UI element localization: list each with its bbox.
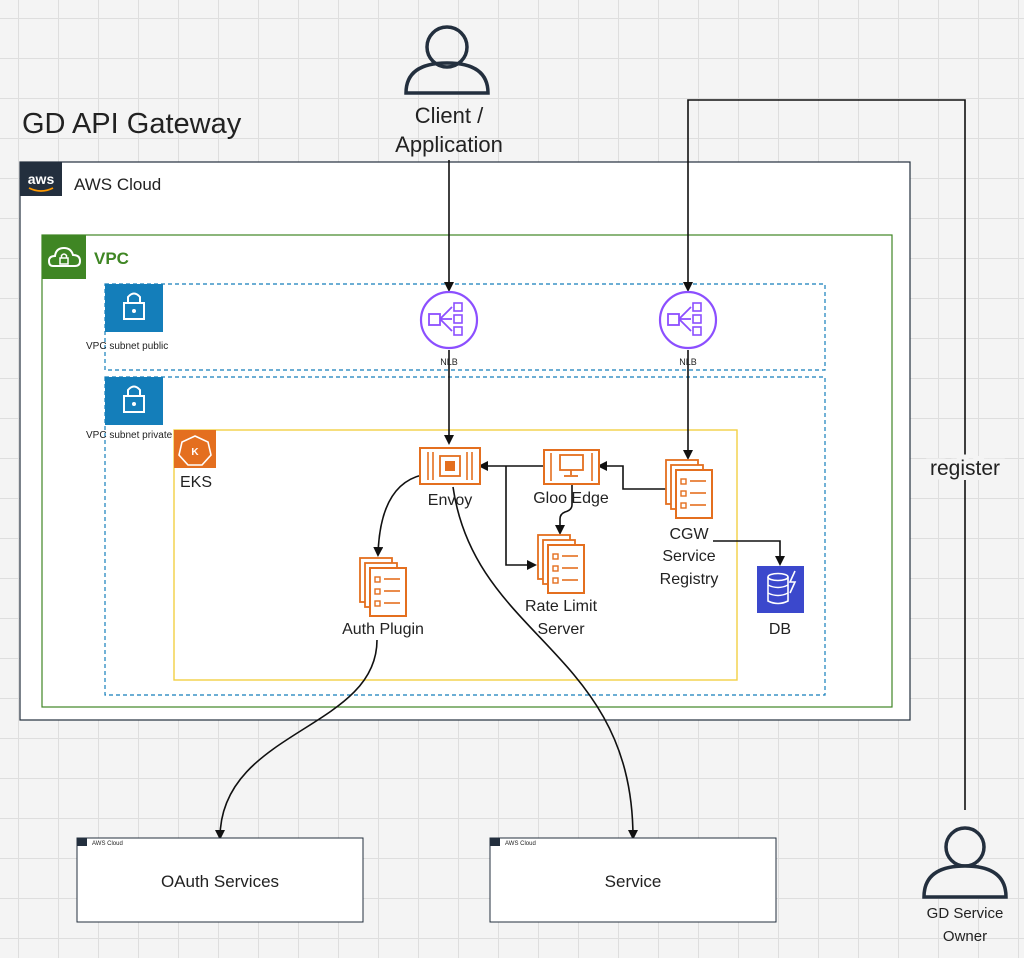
envoy-to-service-arrow [452, 486, 638, 840]
nlb-right-icon [658, 290, 718, 350]
subnet-public-label: VPC subnet public [86, 341, 168, 352]
service-owner-user-icon [922, 826, 1008, 899]
vpc-label: VPC [94, 249, 129, 268]
gloo-to-ratelimit-arrow [555, 485, 573, 535]
envoy-to-auth-arrow [373, 474, 423, 557]
oauth-cloud-tag: AWS Cloud [92, 841, 123, 847]
oauth-services-label: OAuth Services [161, 872, 279, 891]
diagram-title: GD API Gateway [22, 108, 242, 140]
register-label: register [930, 457, 1000, 480]
owner-label-line1: GD Service [927, 905, 1004, 922]
gloo-edge-label: Gloo Edge [533, 490, 609, 507]
service-cloud-tag: AWS Cloud [505, 841, 536, 847]
envoy-chip-icon [419, 447, 481, 485]
service-box [489, 837, 777, 923]
vpc-container [41, 234, 893, 708]
subnet-private-container [104, 376, 826, 696]
service-label: Service [605, 872, 662, 891]
eks-container [173, 429, 738, 681]
nlb-left-icon [419, 290, 479, 350]
gloo-edge-icon [543, 449, 600, 485]
svg-text:aws: aws [28, 171, 55, 187]
subnet-public-lock-icon [105, 284, 163, 332]
oauth-services-box [76, 837, 364, 923]
svg-text:K: K [191, 447, 199, 458]
register-arrow [683, 99, 966, 810]
eks-label: EKS [180, 474, 212, 491]
client-user-icon [404, 25, 490, 95]
nlb-right-label: NLB [679, 357, 697, 367]
subnet-private-lock-icon [105, 377, 163, 425]
client-label-line2: Application [395, 132, 503, 157]
db-dynamodb-icon [757, 566, 804, 613]
cgw-to-gloo-arrow [597, 461, 666, 490]
auth-plugin-icon [359, 557, 407, 617]
subnet-private-label: VPC subnet private [86, 430, 173, 441]
rate-limit-label-line1: Rate Limit [525, 598, 598, 615]
service-aws-badge-icon [490, 838, 500, 846]
aws-logo-icon: aws [20, 162, 62, 196]
cgw-label-line3: Registry [660, 571, 719, 588]
db-label: DB [769, 621, 791, 638]
auth-plugin-label: Auth Plugin [342, 621, 424, 638]
envoy-label: Envoy [428, 492, 472, 509]
vpc-cloud-icon [42, 235, 86, 279]
cgw-label-line2: Service [662, 548, 715, 565]
owner-label-line2: Owner [943, 928, 987, 945]
envoy-to-ratelimit-arrow [505, 466, 537, 570]
rate-limit-label-line2: Server [537, 621, 585, 638]
cgw-registry-icon [665, 459, 713, 519]
nlb-left-label: NLB [440, 357, 458, 367]
oauth-aws-badge-icon [77, 838, 87, 846]
eks-kubernetes-icon: K [174, 430, 216, 468]
cgw-to-db-arrow [713, 540, 785, 566]
aws-cloud-container [19, 161, 911, 721]
client-label-line1: Client / [415, 103, 484, 128]
aws-cloud-label: AWS Cloud [74, 175, 161, 194]
rate-limit-icon [537, 534, 585, 594]
cgw-label-line1: CGW [669, 526, 709, 543]
auth-to-oauth-arrow [215, 639, 378, 840]
